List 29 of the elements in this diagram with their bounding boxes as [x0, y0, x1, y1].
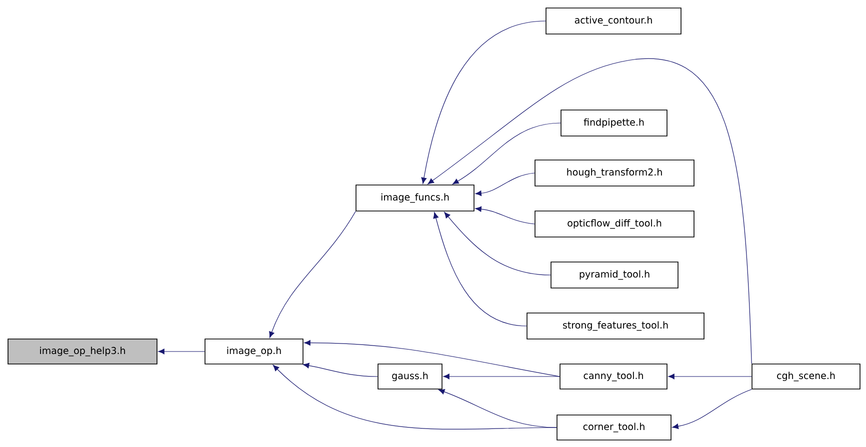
- arrow: [428, 58, 752, 364]
- file-box: canny_tool.h: [560, 364, 668, 390]
- arrow: [672, 389, 752, 430]
- arrow: [421, 20, 546, 184]
- arrow: [438, 389, 557, 428]
- arrow: [269, 211, 356, 338]
- arrow: [272, 364, 557, 430]
- file-box: strong_features_tool.h: [526, 312, 704, 340]
- file-box: pyramid_tool.h: [550, 262, 678, 288]
- file-box: image_op_help3.h: [8, 338, 158, 364]
- arrow: [475, 172, 535, 196]
- file-box: image_funcs.h: [356, 184, 474, 212]
- arrow: [302, 362, 378, 377]
- arrow: [158, 348, 205, 354]
- file-box: hough_transform2.h: [534, 160, 694, 186]
- file-box: corner_tool.h: [556, 414, 672, 440]
- arrow: [444, 212, 551, 276]
- file-box: image_op.h: [204, 338, 304, 364]
- arrow: [433, 212, 527, 326]
- file-box: active_contour.h: [546, 8, 682, 34]
- arrow: [452, 122, 561, 184]
- file-box: opticflow_diff_tool.h: [534, 210, 694, 238]
- file-box: findpipette.h: [560, 110, 668, 136]
- arrow: [475, 206, 535, 224]
- arrow: [668, 374, 752, 380]
- file-box: cgh_scene.h: [752, 364, 860, 390]
- arrow: [443, 374, 560, 380]
- file-box: gauss.h: [378, 364, 442, 390]
- arrow: [304, 340, 560, 377]
